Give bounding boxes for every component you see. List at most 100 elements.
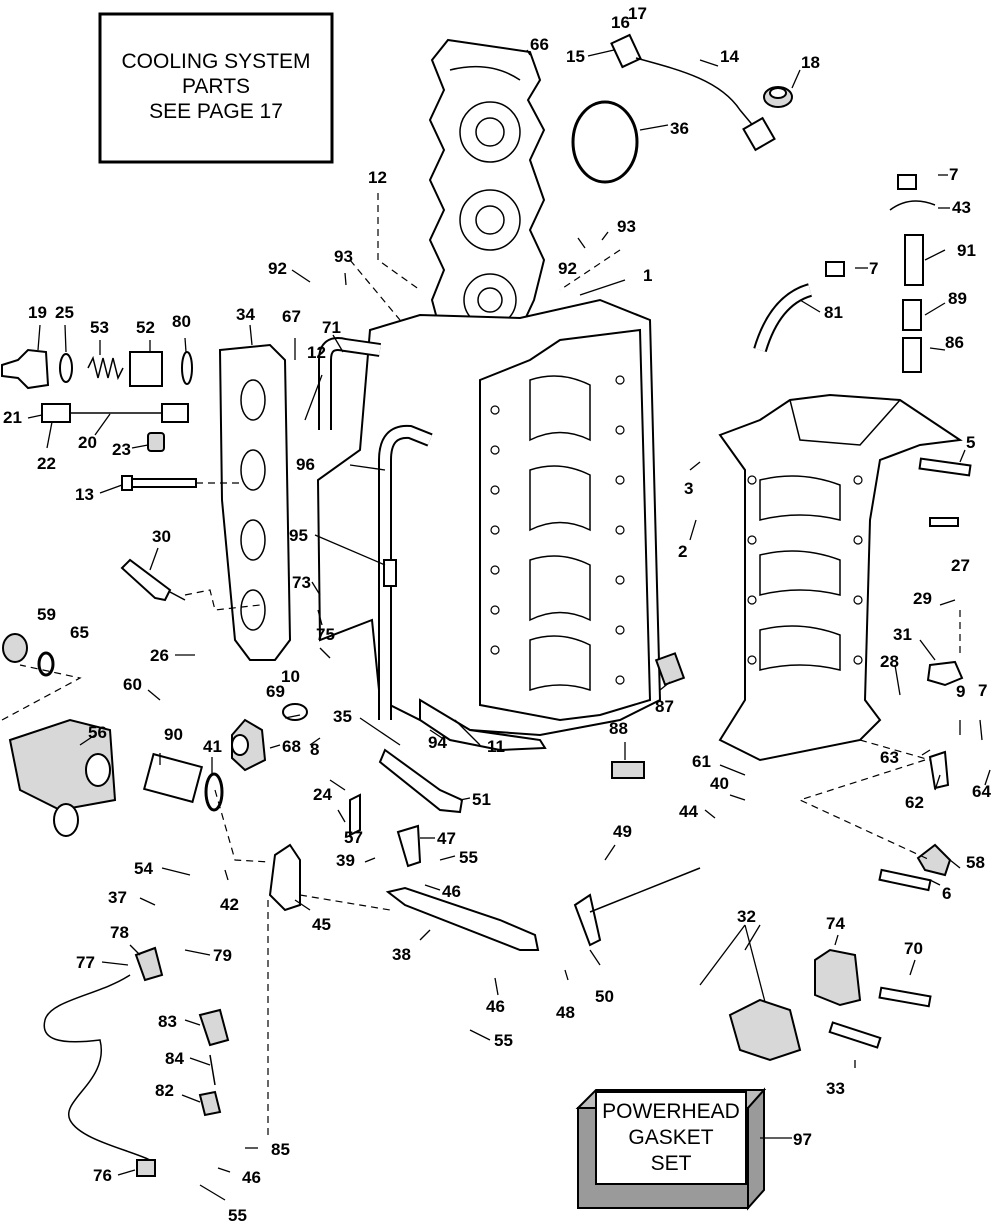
callout-23: 23: [112, 440, 131, 459]
callout-7-mid: 7: [869, 259, 878, 278]
callout-56: 56: [88, 723, 107, 742]
callout-8: 8: [310, 740, 319, 759]
cylinder-block: [316, 298, 662, 752]
callout-84: 84: [165, 1049, 184, 1068]
callout-70: 70: [904, 939, 923, 958]
callout-96: 96: [296, 455, 315, 474]
callout-60: 60: [123, 675, 142, 694]
cam-31: [926, 660, 964, 687]
callout-46-c: 46: [242, 1168, 261, 1187]
water-hoses: [318, 337, 433, 720]
callout-33: 33: [826, 1079, 845, 1098]
callout-85: 85: [271, 1140, 290, 1159]
cooling-system-note: COOLING SYSTEM PARTS SEE PAGE 17: [98, 12, 334, 164]
callout-7-right: 7: [978, 681, 987, 700]
callout-90: 90: [164, 725, 183, 744]
gasket-line-2: GASKET: [628, 1126, 713, 1149]
callout-28: 28: [880, 652, 899, 671]
callout-41: 41: [203, 737, 222, 756]
crankcase-half: [718, 393, 963, 762]
callout-89: 89: [948, 289, 967, 308]
callout-17: 17: [628, 4, 647, 23]
wire-harness: [43, 946, 230, 1177]
o-ring: [571, 100, 639, 184]
callout-57: 57: [344, 828, 363, 847]
callout-15: 15: [566, 47, 585, 66]
callout-51: 51: [472, 790, 491, 809]
callout-35: 35: [333, 707, 352, 726]
callout-73: 73: [292, 573, 311, 592]
callout-2: 2: [678, 542, 687, 561]
callout-88: 88: [609, 719, 628, 738]
callout-46-b: 46: [486, 997, 505, 1016]
callout-12-mid: 12: [307, 343, 326, 362]
bracket-62: [928, 750, 950, 790]
callout-44: 44: [679, 802, 698, 821]
cam-link: [396, 824, 422, 868]
callout-80: 80: [172, 312, 191, 331]
grommet-59: [2, 633, 28, 663]
temperature-sensor: [610, 33, 776, 152]
clip-87: [654, 652, 686, 686]
thermostat-assembly: [1, 348, 193, 390]
bracket-58: [916, 843, 952, 877]
throttle-link: [385, 886, 540, 951]
callout-86: 86: [945, 333, 964, 352]
cylinder-gasket: [428, 38, 546, 332]
fuel-filter-housing: [8, 718, 117, 837]
callout-3: 3: [684, 479, 693, 498]
overheat-sensor: [41, 403, 189, 423]
grommet: [763, 86, 793, 108]
callout-83: 83: [158, 1012, 177, 1031]
callout-42: 42: [220, 895, 239, 914]
callout-13: 13: [75, 485, 94, 504]
callout-16: 16: [611, 13, 630, 32]
callout-37: 37: [108, 888, 127, 907]
clamp-41: [204, 772, 224, 812]
callout-81: 81: [824, 303, 843, 322]
callout-43: 43: [952, 198, 971, 217]
callout-93-left: 93: [334, 247, 353, 266]
callout-76: 76: [93, 1166, 112, 1185]
callout-82: 82: [155, 1081, 174, 1100]
callout-29: 29: [913, 589, 932, 608]
spark-plug: [120, 558, 186, 602]
callout-74: 74: [826, 914, 845, 933]
callout-54: 54: [134, 859, 153, 878]
callout-36: 36: [670, 119, 689, 138]
callout-9: 9: [956, 682, 965, 701]
long-bolt: [121, 475, 240, 491]
callout-67: 67: [282, 307, 301, 326]
exhaust-cover: [218, 343, 292, 661]
callout-77: 77: [76, 953, 95, 972]
gasket-line-1: POWERHEAD: [602, 1100, 740, 1123]
callout-71: 71: [322, 318, 341, 337]
callout-32: 32: [737, 907, 756, 926]
callout-20: 20: [78, 433, 97, 452]
callout-38: 38: [392, 945, 411, 964]
callout-97: 97: [793, 1130, 812, 1149]
callout-47: 47: [437, 829, 456, 848]
callout-30: 30: [152, 527, 171, 546]
cooling-line-3: SEE PAGE 17: [149, 100, 283, 123]
cooling-line-2: PARTS: [182, 75, 250, 98]
callout-87: 87: [655, 697, 674, 716]
callout-58: 58: [966, 853, 985, 872]
callout-27: 27: [951, 556, 970, 575]
gasket-line-3: SET: [651, 1152, 692, 1175]
valve-74: [814, 948, 862, 1007]
callout-55-a: 55: [459, 848, 478, 867]
bolts: [828, 457, 972, 1049]
callout-12-top: 12: [368, 168, 387, 187]
lever: [378, 748, 464, 814]
callout-53: 53: [90, 318, 109, 337]
callout-6: 6: [942, 884, 951, 903]
callout-64: 64: [972, 782, 991, 801]
callout-7-top: 7: [949, 165, 958, 184]
callout-5: 5: [966, 433, 975, 452]
assembly-lines: [1, 193, 961, 1140]
o-ring-65: [37, 651, 55, 677]
callout-22: 22: [37, 454, 56, 473]
leader-lines: [27, 49, 991, 1201]
callout-31: 31: [893, 625, 912, 644]
